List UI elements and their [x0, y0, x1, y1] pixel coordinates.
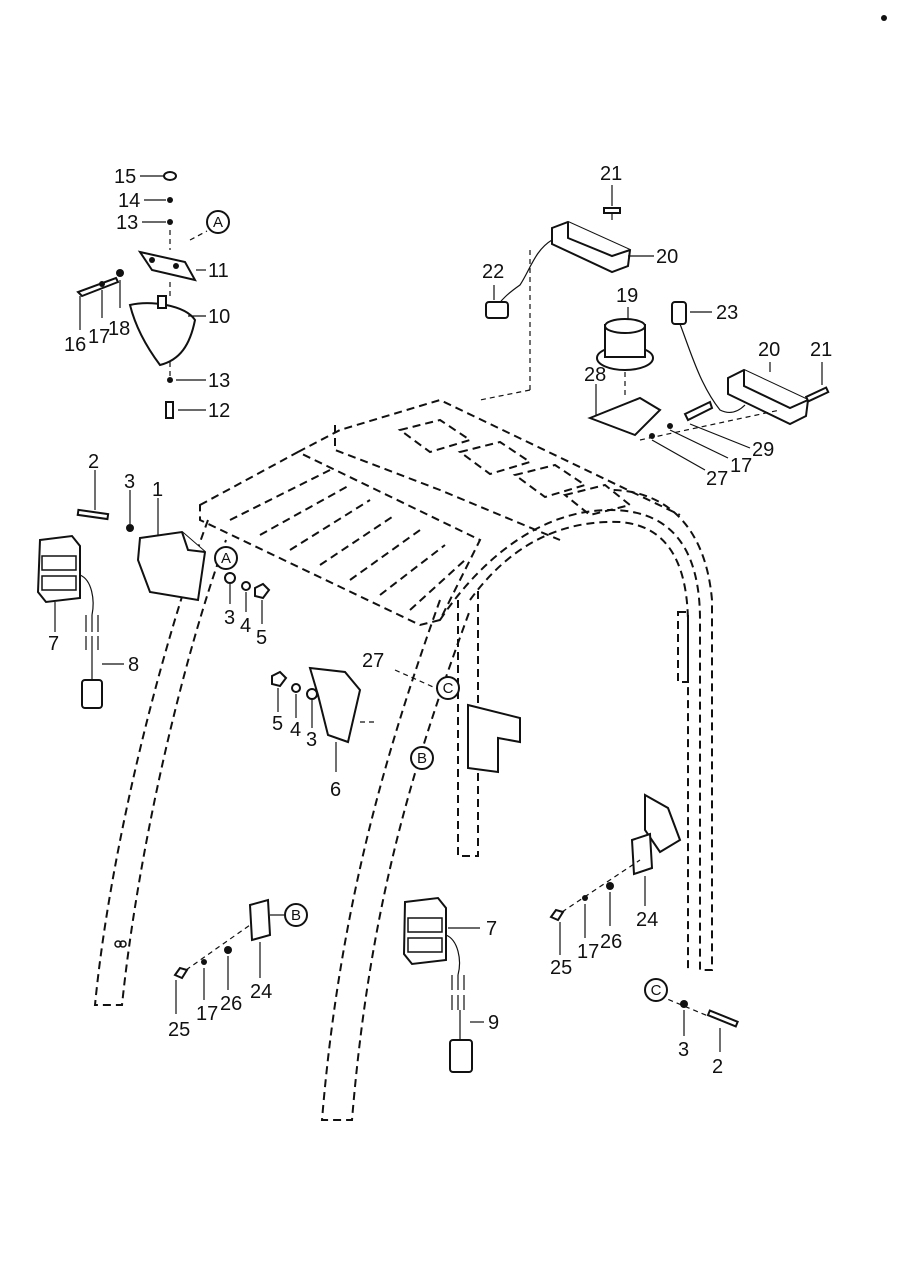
connector-part — [485, 301, 509, 319]
work-light-assembly — [76, 171, 208, 419]
tail-lamp — [402, 896, 447, 966]
connector-part — [449, 1039, 473, 1073]
callout: 3 — [306, 729, 317, 751]
side-bracket — [308, 666, 362, 744]
washer-part — [116, 269, 124, 277]
callout: 7 — [486, 918, 497, 940]
connector-part — [81, 679, 103, 709]
callout: 17 — [88, 326, 110, 348]
ref-label: B — [417, 750, 427, 767]
bolt-part — [76, 508, 110, 521]
mount-plate — [248, 898, 272, 942]
callout: 6 — [330, 779, 341, 801]
callout: 17 — [196, 1003, 218, 1025]
callout: 25 — [550, 957, 572, 979]
washer-part — [99, 281, 105, 287]
callout: 12 — [208, 400, 230, 422]
screw-part — [603, 207, 621, 214]
callout: 18 — [108, 318, 130, 340]
callout: 25 — [168, 1019, 190, 1041]
callout: 8 — [128, 654, 139, 676]
screw-part — [165, 401, 174, 419]
corner-dot — [881, 15, 887, 21]
callout: 10 — [208, 306, 230, 328]
callout: 28 — [584, 364, 606, 386]
washer-part — [167, 377, 173, 383]
mounting-bracket — [137, 250, 197, 282]
callout: 21 — [810, 339, 832, 361]
callout: 3 — [224, 607, 235, 629]
ref-label: C — [443, 680, 454, 697]
callout: 5 — [272, 713, 283, 735]
beacon-assembly — [479, 185, 830, 471]
callout: 17 — [730, 455, 752, 477]
washer-part — [167, 197, 173, 203]
ref-label: A — [221, 550, 231, 567]
callout: 11 — [208, 260, 229, 282]
callout: 24 — [250, 981, 272, 1003]
callout: 24 — [636, 909, 658, 931]
callout: 2 — [88, 451, 99, 473]
callout: 3 — [124, 471, 135, 493]
callout: 27 — [706, 468, 728, 490]
callout: 4 — [240, 615, 251, 637]
callout: 2 — [712, 1056, 723, 1078]
ref-label: A — [213, 214, 223, 231]
callout: 26 — [220, 993, 242, 1015]
nut-part — [163, 171, 177, 181]
callout: 5 — [256, 627, 267, 649]
center-bracket-assembly — [271, 666, 521, 774]
callout: 27 — [362, 650, 384, 672]
mount-plate — [630, 832, 654, 876]
callout: 20 — [758, 339, 780, 361]
callout: 4 — [290, 719, 301, 741]
c-bolt-assembly — [659, 995, 739, 1052]
mount-bracket — [467, 703, 521, 774]
callout: 7 — [48, 633, 59, 655]
overhead-guard — [93, 398, 713, 1121]
callout: 13 — [116, 212, 138, 234]
ref-label: B — [291, 907, 301, 924]
work-lamp — [128, 302, 197, 367]
lamp-bracket — [136, 530, 207, 602]
callout: 21 — [600, 163, 622, 185]
lower-right-mount — [549, 793, 682, 955]
callout-numbers: 15 14 13 11 10 16 17 18 13 12 21 20 22 1… — [48, 163, 832, 1078]
callout: 13 — [208, 370, 230, 392]
callout: 19 — [616, 285, 638, 307]
callout: 22 — [482, 261, 504, 283]
callout: 23 — [716, 302, 738, 324]
callout: 20 — [656, 246, 678, 268]
connector-part — [671, 301, 687, 325]
right-rear-light-assembly — [402, 896, 484, 1073]
callout: 26 — [600, 931, 622, 953]
ref-label: C — [651, 982, 662, 999]
callout: 17 — [577, 941, 599, 963]
callout: 9 — [488, 1012, 499, 1034]
washer-part — [167, 219, 173, 225]
callout: 3 — [678, 1039, 689, 1061]
callout: 14 — [118, 190, 140, 212]
lower-left-mount — [173, 898, 284, 1014]
screw-part — [804, 386, 830, 403]
tail-lamp — [36, 534, 81, 604]
reference-markers: A A B B C C — [206, 210, 668, 1002]
callout: 1 — [152, 479, 163, 501]
callout: 16 — [64, 334, 86, 356]
bolt-part — [76, 276, 120, 298]
mounting-plate — [587, 396, 662, 437]
callout: 29 — [752, 439, 774, 461]
callout: 15 — [114, 166, 136, 188]
left-rear-light-assembly — [36, 470, 271, 709]
bolt-part — [706, 1009, 739, 1028]
